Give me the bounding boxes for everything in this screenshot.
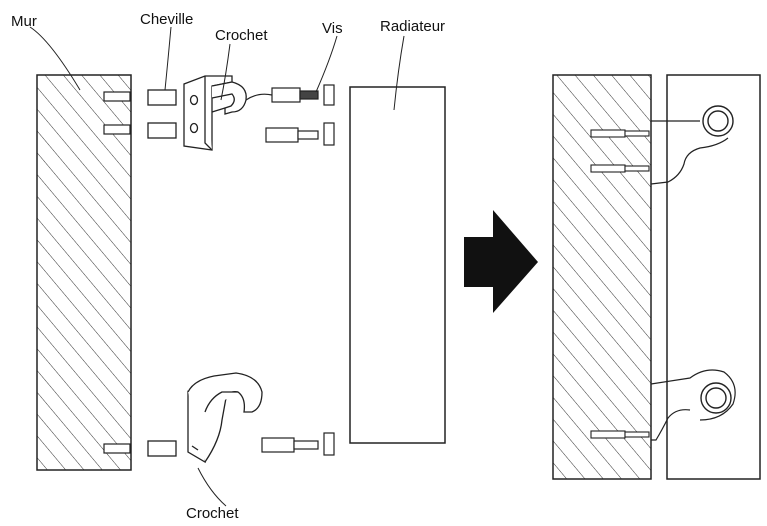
arrow-right-icon xyxy=(464,210,538,313)
label-hook-top: Crochet xyxy=(215,27,268,44)
bracket-top xyxy=(183,75,247,151)
label-wall: Mur xyxy=(11,13,37,30)
bracket-bottom xyxy=(187,372,263,464)
wall-right xyxy=(552,74,652,480)
label-hook-bottom: Crochet xyxy=(186,505,239,522)
wall-anchors xyxy=(147,89,177,457)
brackets-installed xyxy=(650,120,736,441)
anchors-installed xyxy=(590,129,650,439)
label-radiator: Radiateur xyxy=(380,18,445,35)
radiator-pipes xyxy=(700,105,734,414)
label-screw: Vis xyxy=(322,20,343,37)
wall-left xyxy=(36,74,132,471)
screws xyxy=(261,84,335,456)
wall-holes xyxy=(103,91,131,454)
leader-lines xyxy=(29,26,405,507)
screw-thread-link xyxy=(245,93,273,101)
label-anchor: Cheville xyxy=(140,11,193,28)
radiator-left xyxy=(349,86,446,444)
